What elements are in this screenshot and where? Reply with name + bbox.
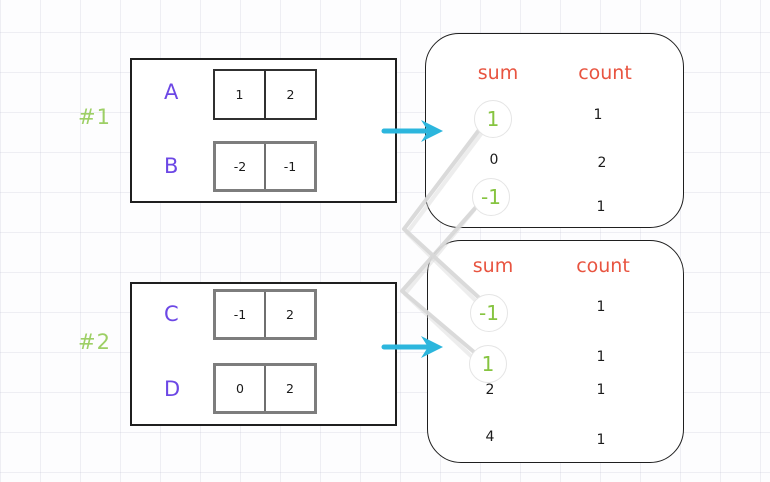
count-header-1: count <box>578 62 632 84</box>
array-b-label: B <box>164 154 179 178</box>
array-a-cells: 1 2 <box>213 69 317 120</box>
sum-value: 2 <box>485 382 495 398</box>
count-value: 1 <box>596 382 606 398</box>
count-value: 1 <box>596 432 606 448</box>
array-b-cell-0: -2 <box>233 159 247 174</box>
array-d-cells: 0 2 <box>213 363 317 414</box>
array-a-label: A <box>164 80 179 104</box>
array-b-cell-1: -1 <box>264 144 314 189</box>
example-1-input-box: A 1 2 B -2 -1 <box>130 58 397 203</box>
array-a-cell-1: 2 <box>264 71 315 118</box>
example-2-label: #2 <box>78 330 111 354</box>
array-d-label: D <box>164 377 181 401</box>
array-c-cell-1: 2 <box>264 292 314 337</box>
example-2-result-panel: sum count -1 1 1 1 2 1 4 1 <box>427 240 684 463</box>
sum-header-2: sum <box>472 255 514 277</box>
sum-value-circled: 1 <box>474 100 512 138</box>
count-value: 1 <box>596 349 606 365</box>
count-value: 1 <box>593 107 603 123</box>
count-value: 2 <box>597 155 607 171</box>
count-header-2: count <box>576 255 630 277</box>
sum-header-1: sum <box>477 62 519 84</box>
sum-value: 4 <box>485 429 495 445</box>
array-d-cell-1: 2 <box>264 366 314 411</box>
example-1-result-panel: sum count 1 1 0 2 -1 1 <box>425 33 684 228</box>
sum-value-circled: 1 <box>469 345 507 383</box>
array-d-cell-0: 0 <box>236 381 244 396</box>
count-value: 1 <box>596 199 606 215</box>
count-value: 1 <box>596 299 606 315</box>
sum-value-circled: -1 <box>470 294 508 332</box>
array-a-cell-0: 1 <box>235 87 244 102</box>
sum-value-circled: -1 <box>472 178 510 216</box>
array-c-cell-0: -1 <box>233 307 247 322</box>
array-c-cells: -1 2 <box>213 289 317 340</box>
example-1-label: #1 <box>78 105 111 129</box>
sum-value: 0 <box>489 152 499 168</box>
example-2-input-box: C -1 2 D 0 2 <box>130 282 397 426</box>
array-b-cells: -2 -1 <box>213 141 317 192</box>
array-c-label: C <box>164 302 179 326</box>
